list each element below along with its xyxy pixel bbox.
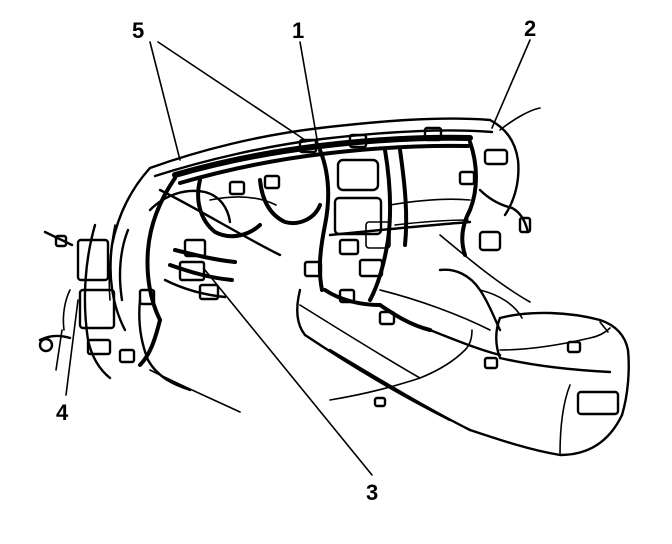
callout-5: 5 xyxy=(132,18,144,43)
callout-3: 3 xyxy=(366,480,378,505)
center-console xyxy=(438,268,630,457)
callout-1: 1 xyxy=(292,18,304,43)
callout-leaders xyxy=(65,39,531,476)
callout-2: 2 xyxy=(524,16,536,41)
harness-trunk xyxy=(38,126,611,408)
callout-4: 4 xyxy=(56,400,69,425)
callout-labels: 1 2 3 4 5 xyxy=(56,16,536,505)
